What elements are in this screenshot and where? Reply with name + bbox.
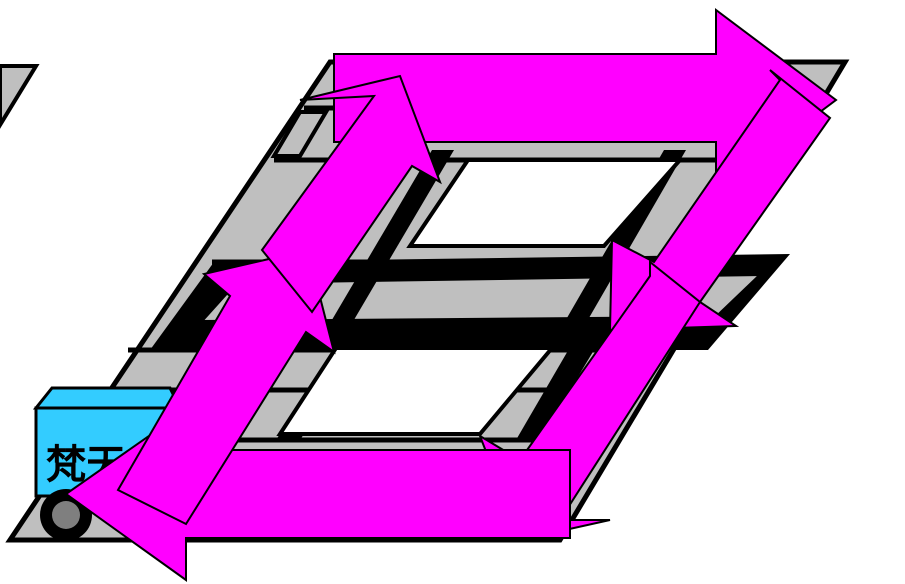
truck-roof [36,388,180,408]
left-partial-grid [0,66,36,125]
truck-wheel-hub [52,501,80,529]
